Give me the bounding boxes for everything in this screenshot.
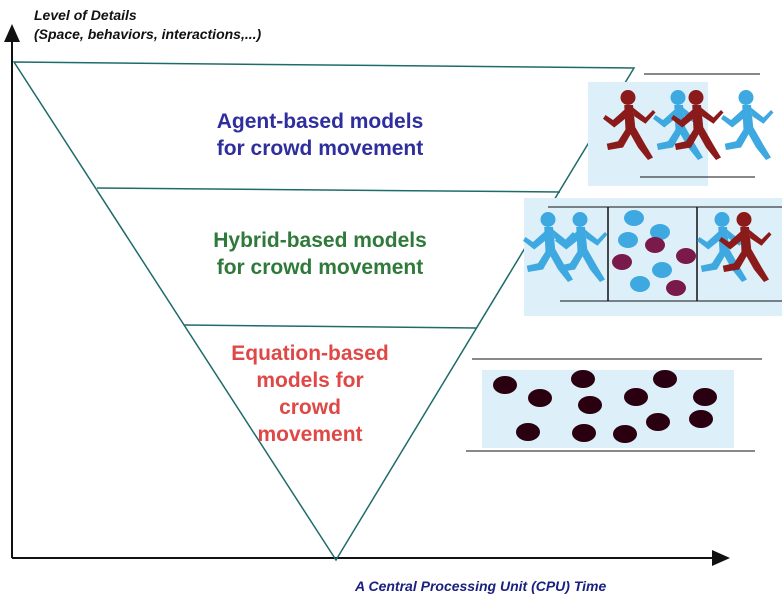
particle-icon bbox=[645, 237, 665, 253]
agent-panel bbox=[588, 73, 774, 186]
equation-label-line1: Equation-based bbox=[231, 342, 389, 365]
particle-icon bbox=[571, 370, 595, 388]
particle-icon bbox=[676, 248, 696, 264]
hybrid-based-label: Hybrid-based models for crowd movement bbox=[150, 227, 490, 281]
y-axis-title-line1: Level of Details bbox=[34, 7, 137, 23]
particle-icon bbox=[624, 210, 644, 226]
equation-panel bbox=[466, 358, 762, 452]
particle-icon bbox=[516, 423, 540, 441]
agent-label-line2: for crowd movement bbox=[216, 137, 424, 160]
particle-icon bbox=[646, 413, 670, 431]
equation-label-line2: models for bbox=[256, 369, 364, 392]
hybrid-label-line1: Hybrid-based models bbox=[213, 229, 427, 252]
particle-icon bbox=[612, 254, 632, 270]
agent-based-label: Agent-based models for crowd movement bbox=[140, 108, 500, 162]
particle-icon bbox=[493, 376, 517, 394]
particle-icon bbox=[630, 276, 650, 292]
inverted-triangle bbox=[12, 61, 636, 562]
agent-label-line1: Agent-based models bbox=[216, 110, 424, 133]
equation-label-line4: movement bbox=[257, 423, 363, 446]
particle-icon bbox=[653, 370, 677, 388]
hybrid-label-line2: for crowd movement bbox=[216, 256, 424, 279]
particle-icon bbox=[613, 425, 637, 443]
particle-icon bbox=[693, 388, 717, 406]
particle-icon bbox=[650, 224, 670, 240]
particle-icon bbox=[689, 410, 713, 428]
particle-icon bbox=[618, 232, 638, 248]
equation-label-line3: crowd bbox=[279, 396, 341, 419]
particle-icon bbox=[578, 396, 602, 414]
hybrid-panel bbox=[523, 198, 782, 316]
equation-based-label: Equation-based models for crowd movement bbox=[200, 340, 420, 448]
particle-icon bbox=[652, 262, 672, 278]
x-axis-title: A Central Processing Unit (CPU) Time bbox=[355, 578, 607, 594]
particle-icon bbox=[666, 280, 686, 296]
y-axis-title: Level of Details (Space, behaviors, inte… bbox=[34, 6, 261, 44]
particle-icon bbox=[528, 389, 552, 407]
particle-icon bbox=[624, 388, 648, 406]
band-divider-lower bbox=[183, 324, 477, 329]
particle-icon bbox=[572, 424, 596, 442]
band-divider-upper bbox=[96, 187, 561, 193]
runner-icon bbox=[721, 90, 774, 160]
y-axis-title-line2: (Space, behaviors, interactions,...) bbox=[34, 26, 262, 42]
